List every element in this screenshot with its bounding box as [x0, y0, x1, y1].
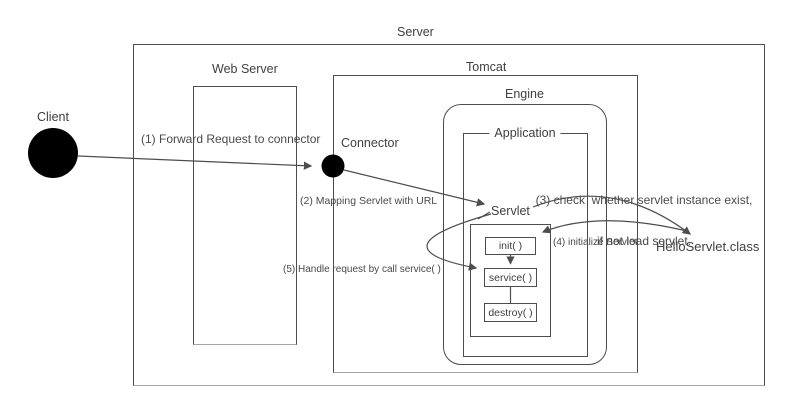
- tomcat-box-title: Tomcat: [466, 60, 507, 74]
- annotation-step4: (4) initialize Servlet: [553, 237, 638, 248]
- engine-box-title: Engine: [505, 87, 544, 101]
- servlet-box: [470, 224, 551, 337]
- service-method-box: service( ): [484, 268, 537, 287]
- destroy-label: destroy( ): [488, 306, 533, 319]
- client-node-label: Client: [37, 110, 69, 124]
- connector-node-label: Connector: [341, 136, 399, 150]
- init-method-box: init( ): [485, 237, 536, 255]
- application-box-title: Application: [489, 125, 561, 141]
- server-box-title: Server: [397, 25, 434, 39]
- annotation-step1: (1) Forward Request to connector: [141, 132, 321, 146]
- service-label: service( ): [488, 271, 533, 284]
- engine-box: [443, 104, 607, 365]
- connector-node-icon: [321, 154, 345, 178]
- annotation-step3-line1: (3) check whether servlet instance exist…: [535, 192, 753, 207]
- client-node-icon: [28, 128, 78, 178]
- init-label: init( ): [498, 240, 523, 252]
- servlet-label-leader-line: [477, 211, 491, 220]
- servlet-box-title: Servlet: [491, 204, 530, 218]
- arrow-forward-request: [77, 155, 313, 170]
- server-box: [133, 44, 765, 386]
- hello-servlet-class-label: HelloServlet.class: [656, 239, 760, 254]
- annotation-step2: (2) Mapping Servlet with URL: [300, 195, 438, 207]
- web-server-box-title: Web Server: [212, 62, 278, 76]
- arrow-handle-request: [426, 213, 492, 271]
- arrow-initialize-servlet: [541, 220, 688, 234]
- tomcat-box: [333, 75, 638, 373]
- annotation-step3: (3) check whether servlet instance exist…: [530, 166, 758, 276]
- arrow-check-instance: [532, 195, 692, 235]
- destroy-method-box: destroy( ): [484, 303, 537, 322]
- annotation-step5: (5) Handle request by call service( ): [283, 264, 441, 275]
- web-server-box: [193, 86, 297, 345]
- annotation-step3-line2: if not load servlet.: [596, 233, 692, 248]
- arrow-mapping-servlet: [343, 169, 486, 207]
